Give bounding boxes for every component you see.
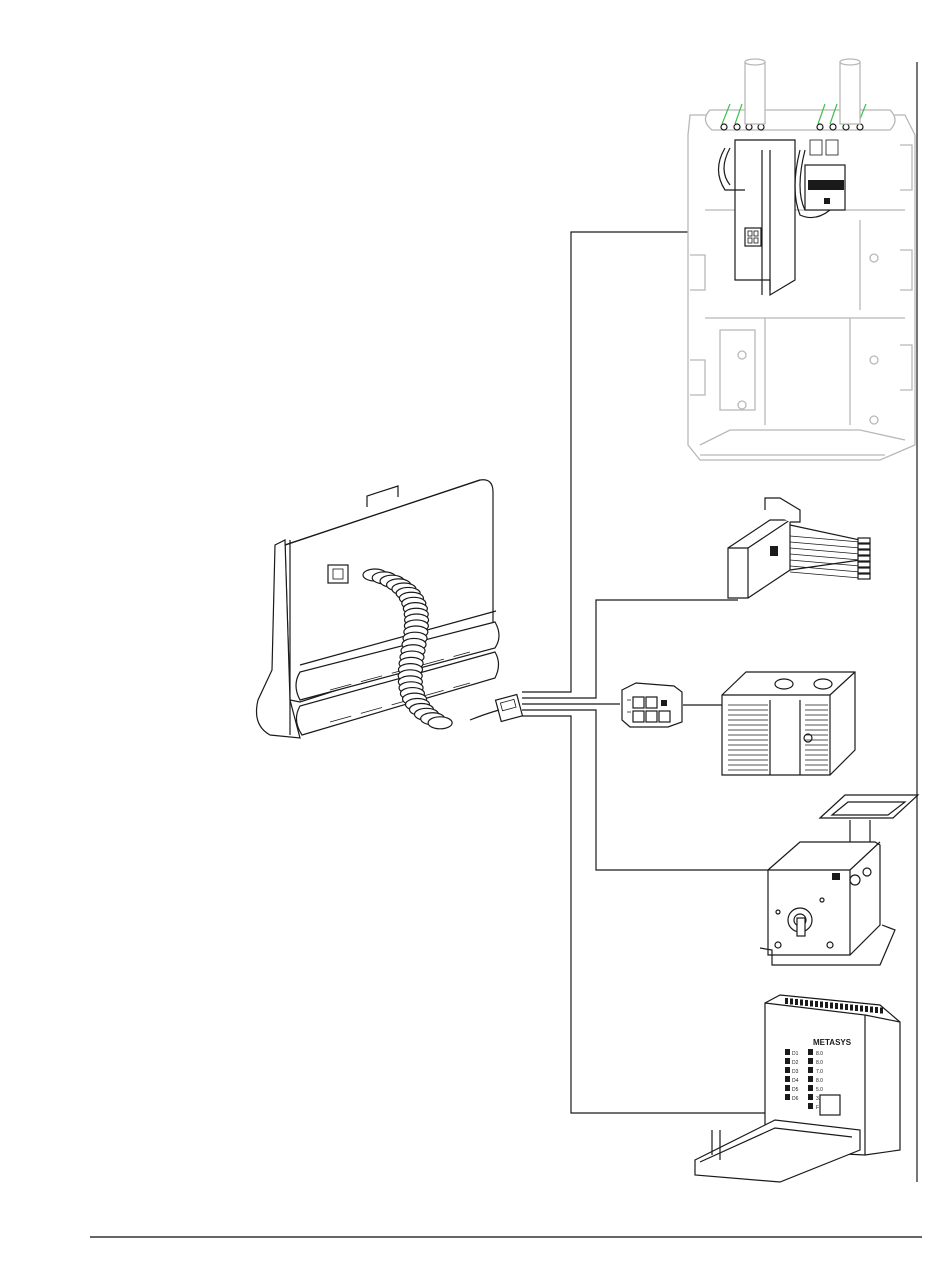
- ribbon-cable-adapter: [728, 498, 870, 598]
- led-label-right: 8.0: [816, 1060, 823, 1066]
- led-label-right: 7.0: [816, 1069, 823, 1075]
- rj-plug: [496, 695, 523, 722]
- led-label-left: D3: [792, 1069, 799, 1075]
- led-label-right: 8.0: [816, 1078, 823, 1084]
- led-label-left: D6: [792, 1096, 799, 1102]
- input-output-module: [722, 672, 855, 775]
- actuator-unit: [760, 795, 918, 965]
- terminal-connector: [622, 683, 682, 727]
- led-label-right: F: [816, 1105, 819, 1111]
- led-label-right: 8.0: [816, 1051, 823, 1057]
- led-label-left: D2: [792, 1060, 799, 1066]
- handheld-interface-device: [257, 480, 523, 738]
- controller-enclosure: [688, 59, 915, 460]
- led-label-left: D5: [792, 1087, 799, 1093]
- metasys-label: METASYS: [813, 1038, 852, 1047]
- led-label-left: D4: [792, 1078, 799, 1084]
- led-label-right: 5.0: [816, 1087, 823, 1093]
- led-label-left: D1: [792, 1051, 799, 1057]
